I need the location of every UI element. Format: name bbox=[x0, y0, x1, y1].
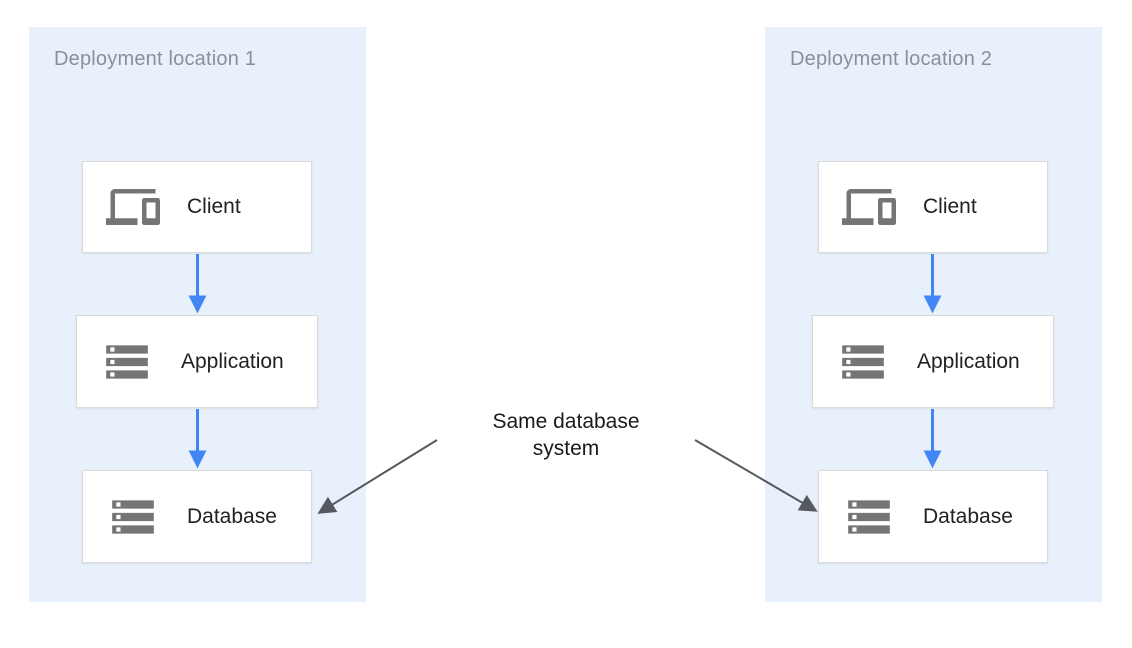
application-node-2: Application bbox=[812, 315, 1054, 408]
database-node-2: Database bbox=[818, 470, 1048, 563]
client-node-2: Client bbox=[818, 161, 1048, 253]
deployment-location-2-panel: Deployment location 2 Client Application bbox=[765, 27, 1102, 602]
devices-icon bbox=[103, 180, 163, 234]
annotation-line-1: Same database bbox=[492, 410, 640, 433]
client-node-1: Client bbox=[82, 161, 312, 253]
server-stack-icon bbox=[833, 337, 893, 387]
node-label: Database bbox=[923, 504, 1013, 528]
application-node-1: Application bbox=[76, 315, 318, 408]
node-label: Database bbox=[187, 504, 277, 528]
annotation-line-2: system bbox=[532, 437, 600, 460]
node-label: Client bbox=[187, 195, 241, 218]
same-database-system-label: Same database system bbox=[455, 408, 677, 462]
server-stack-icon bbox=[103, 492, 163, 542]
server-stack-icon bbox=[839, 492, 899, 542]
panel-title: Deployment location 2 bbox=[790, 48, 993, 70]
node-label: Application bbox=[917, 349, 1020, 373]
panel-title: Deployment location 1 bbox=[54, 48, 257, 70]
server-stack-icon bbox=[97, 337, 157, 387]
devices-icon bbox=[839, 180, 899, 234]
deployment-location-1-panel: Deployment location 1 Client Application bbox=[29, 27, 366, 602]
node-label: Application bbox=[181, 349, 284, 373]
node-label: Client bbox=[923, 195, 977, 218]
database-node-1: Database bbox=[82, 470, 312, 563]
